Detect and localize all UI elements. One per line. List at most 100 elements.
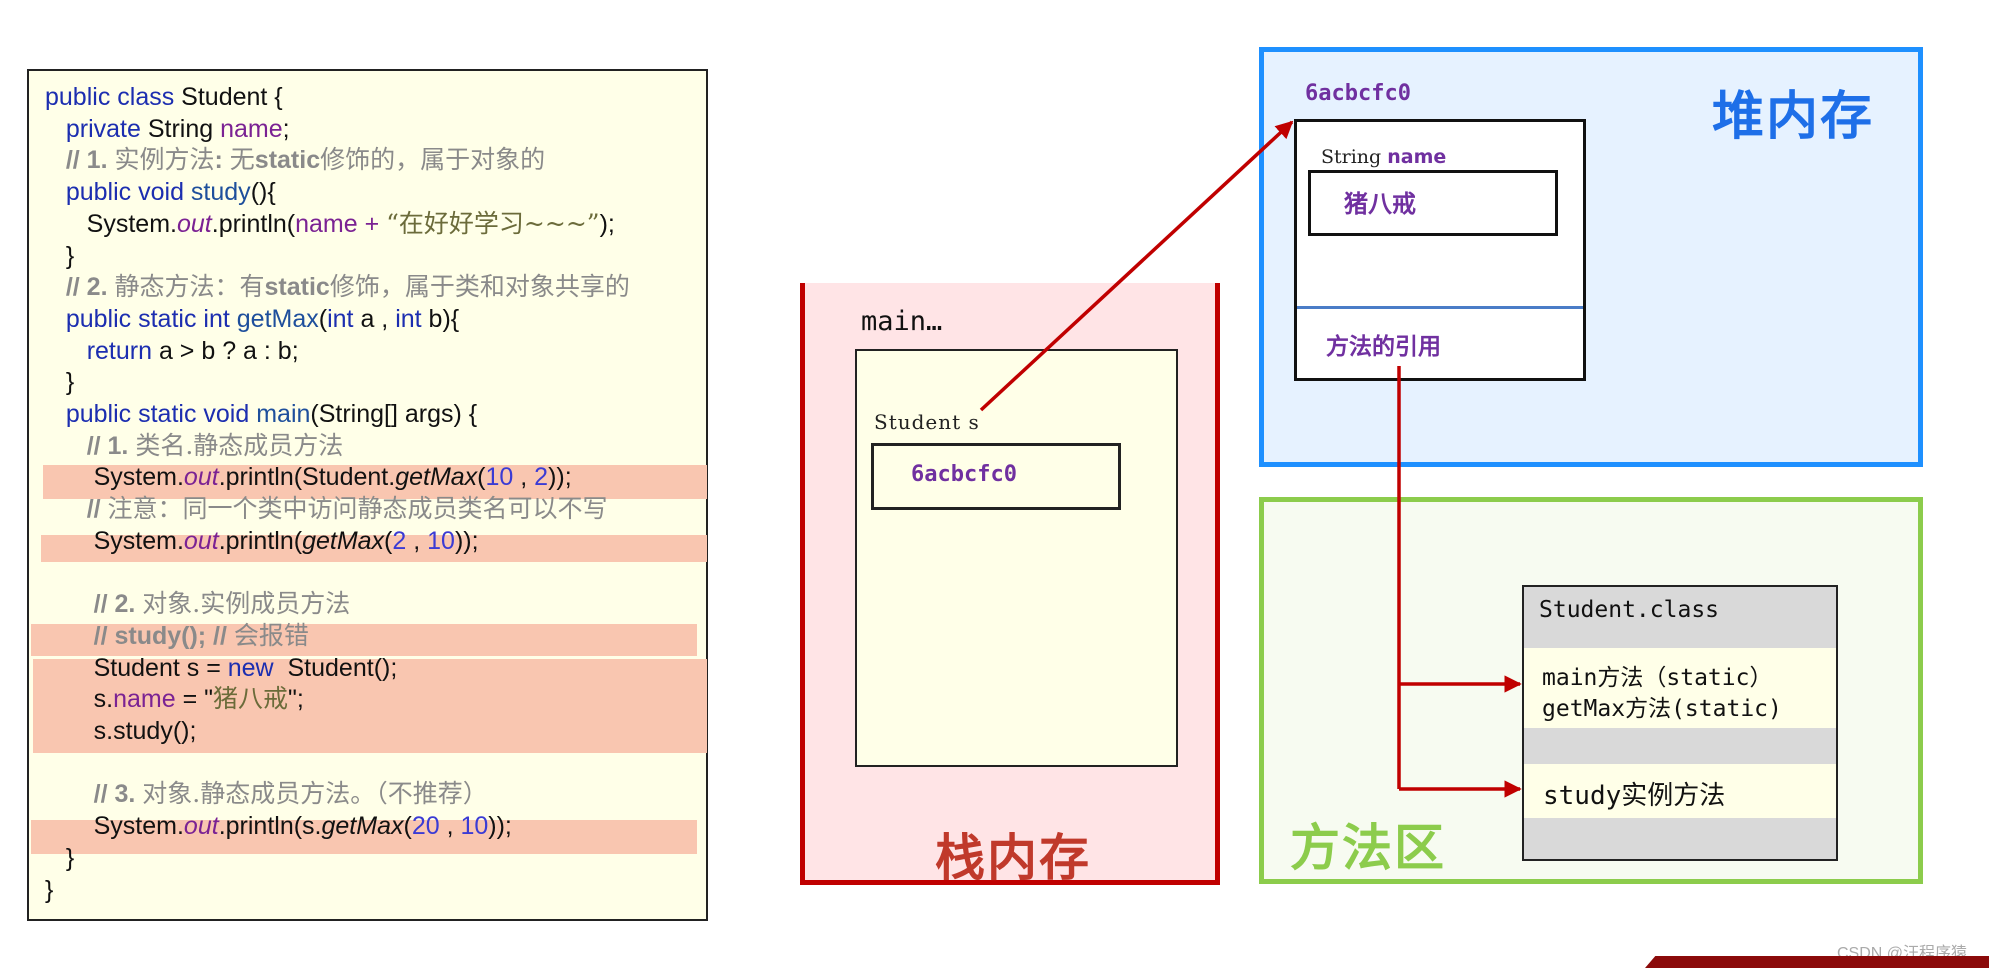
variable-label: Student s <box>874 410 980 434</box>
code-token: } <box>45 368 75 397</box>
code-token: a > b ? a : b; <box>158 336 299 365</box>
code-token: : <box>214 146 230 175</box>
code-token: .println(s. <box>218 812 322 841</box>
code-token: String <box>147 114 221 143</box>
code-token: Student s = <box>45 653 228 682</box>
code-line: return a > b ? a : b; <box>45 336 299 366</box>
code-token: 会报错 <box>233 620 309 650</box>
code-token: int <box>327 304 361 333</box>
code-token: .println(Student. <box>218 463 396 492</box>
code-token: s.study(); <box>45 717 197 745</box>
code-token: ( <box>318 304 328 333</box>
code-token: 静态方法：有 <box>114 272 265 302</box>
static-method-item: main方法（static） <box>1542 665 1773 691</box>
code-line: } <box>45 241 74 271</box>
code-line: s.name = "猪八戒"; <box>45 684 304 714</box>
code-token: 修饰，属于类和对象共享的 <box>329 272 630 302</box>
code-token: System. <box>45 463 184 492</box>
corner-banner <box>1645 956 1989 968</box>
code-token: // 1. <box>86 431 136 460</box>
code-token: public class <box>45 83 182 111</box>
code-token: public void <box>65 178 191 207</box>
stack-title: 栈内存 <box>935 828 1091 887</box>
code-token: System. <box>45 526 184 555</box>
field-value-box <box>1308 170 1558 236</box>
code-token: a , <box>360 304 396 333</box>
code-line: // 注意：同一个类中访问静态成员类名可以不写 <box>45 494 608 524</box>
student-object <box>1294 119 1586 381</box>
code-line: System.out.println(getMax(2 , 10)); <box>45 526 479 556</box>
variable-value-box <box>871 443 1121 510</box>
code-token: out <box>183 526 219 555</box>
code-line: // study(); // 会报错 <box>45 621 309 651</box>
heap-title: 堆内存 <box>1712 86 1875 147</box>
static-method-item: getMax方法(static) <box>1542 696 1782 722</box>
field-value: 猪八戒 <box>1344 191 1416 218</box>
highlight-band <box>31 624 697 656</box>
code-token: "; <box>288 685 304 714</box>
code-token: Student(); <box>280 653 398 682</box>
code-line: public static int getMax(int a , int b){ <box>45 304 459 334</box>
code-line: // 3. 对象.静态成员方法。（不推荐） <box>45 779 488 809</box>
code-token: ( <box>477 463 486 492</box>
code-token: 2 <box>534 463 549 492</box>
code-line: // 1. 类名.静态成员方法 <box>45 431 344 461</box>
code-token: // 2. <box>93 590 143 619</box>
code-token: public static int <box>65 304 237 333</box>
class-name: Student.class <box>1539 597 1720 623</box>
code-token: Student { <box>181 83 283 111</box>
code-token: } <box>45 241 75 270</box>
code-token: (){ <box>250 178 276 207</box>
field-name: name <box>1387 146 1447 168</box>
code-token: // 3. <box>93 780 143 809</box>
code-token: , <box>406 526 428 555</box>
method-reference-label: 方法的引用 <box>1326 333 1441 359</box>
code-line: s.study(); <box>45 716 197 746</box>
code-token: } <box>45 843 75 872</box>
code-token: ( <box>403 812 412 841</box>
code-token: getMax <box>395 463 478 492</box>
code-token: 10 <box>485 463 514 492</box>
code-token: 20 <box>411 812 440 841</box>
code-line: System.out.println(s.getMax(20 , 10)); <box>45 811 512 841</box>
highlight-band <box>33 659 707 753</box>
code-token: // 1. <box>65 146 115 175</box>
code-token: out <box>183 463 219 492</box>
code-token: // study(); // <box>93 621 234 650</box>
code-token: )); <box>488 812 512 841</box>
code-token: 2 <box>392 526 407 555</box>
code-line: } <box>45 843 74 873</box>
code-token: , <box>439 812 461 841</box>
code-token: name <box>113 685 176 714</box>
code-line: // 1. 实例方法: 无static修饰的，属于对象的 <box>45 145 545 175</box>
code-token: return <box>86 336 159 365</box>
code-token: System. <box>45 812 184 841</box>
stack-frame-label: main… <box>861 306 943 337</box>
code-token: System. <box>45 209 177 238</box>
code-token: ); <box>599 209 615 238</box>
code-token: , <box>513 463 535 492</box>
code-token: getMax <box>302 526 385 555</box>
object-address: 6acbcfc0 <box>1305 81 1411 106</box>
code-line: public static void main(String[] args) { <box>45 399 477 429</box>
code-token: // <box>86 495 108 524</box>
code-line: System.out.println(Student.getMax(10 , 2… <box>45 462 572 492</box>
highlight-band <box>43 465 707 499</box>
code-token: (String[] args) { <box>310 400 478 428</box>
code-token: study <box>190 178 251 207</box>
code-token: main <box>256 400 311 428</box>
reference-arrow <box>979 120 1294 412</box>
method-area-title: 方法区 <box>1290 818 1446 877</box>
code-line: // 2. 对象.实例成员方法 <box>45 589 351 619</box>
highlight-band <box>41 535 707 562</box>
code-line: } <box>45 875 53 905</box>
code-token: ; <box>282 114 290 143</box>
code-token: 10 <box>427 526 455 555</box>
code-token: 10 <box>460 812 489 841</box>
code-token: out <box>183 812 219 841</box>
code-line: public void study(){ <box>45 177 276 207</box>
code-line: System.out.println(name + “在好好学习~~~”); <box>45 209 615 239</box>
code-token: s. <box>45 685 114 714</box>
code-token: name + <box>295 209 387 238</box>
